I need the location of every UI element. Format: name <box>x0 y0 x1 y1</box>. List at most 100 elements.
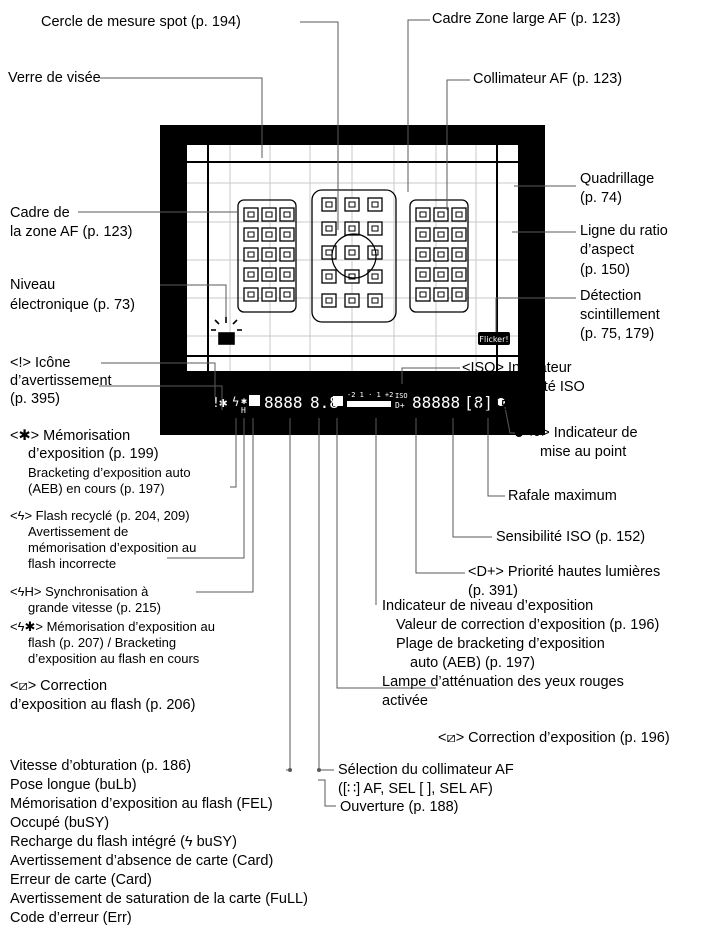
af-point <box>344 197 360 212</box>
shutter-label-7: Erreur de carte (Card) <box>10 872 152 888</box>
af-point-inner <box>265 291 273 298</box>
fe-lock-label-2: flash (p. 207) / Bracketing <box>28 635 177 650</box>
af-point <box>279 267 295 282</box>
hl-priority-label-1: <D+> Priorité hautes lumières <box>468 564 661 580</box>
flicker-label-3: (p. 75, 179) <box>580 326 655 342</box>
af-point-inner <box>455 231 463 238</box>
exp-level-label-3: Plage de bracketing d’exposition <box>396 636 605 652</box>
af-point <box>367 293 383 308</box>
af-point <box>367 221 383 236</box>
flicker-badge <box>478 332 510 345</box>
spot-metering-circle <box>331 233 377 279</box>
af-point-inner <box>455 211 463 218</box>
af-point-inner <box>325 297 333 304</box>
af-point <box>321 293 337 308</box>
af-point <box>321 197 337 212</box>
af-points <box>243 197 467 308</box>
af-point <box>279 207 295 222</box>
flash-glyph: ϟ <box>232 395 239 409</box>
af-point <box>433 287 449 302</box>
hl-priority-label-2: (p. 391) <box>468 583 518 599</box>
af-point-inner <box>325 201 333 208</box>
af-point <box>433 227 449 242</box>
af-point-inner <box>371 201 379 208</box>
af-point <box>451 247 467 262</box>
af-point-inner <box>419 271 427 278</box>
exp-level-label-5: Lampe d’atténuation des yeux rouges <box>382 674 624 690</box>
af-select-label-2: ([∷] AF, SEL [ ], SEL AF) <box>338 781 493 797</box>
screen-label: Verre de visée <box>8 70 101 86</box>
ae-lock-label-1: <✱> Mémorisation <box>10 428 131 444</box>
af-point <box>261 247 277 262</box>
info-line: ! ✱ ϟ ✱ H 8888 8.8 -2 1 · 1 +2 ISO D+ 88… <box>212 391 505 415</box>
af-point <box>279 287 295 302</box>
exp-comp-glyph <box>333 396 343 406</box>
af-select-label-1: Sélection du collimateur AF <box>338 762 514 778</box>
shutter-label-9: Code d’erreur (Err) <box>10 910 132 926</box>
warning-label-1: <!> Icône <box>10 355 71 371</box>
af-point-inner <box>348 249 356 256</box>
af-point-inner <box>437 231 445 238</box>
exp-level-label-4: auto (AEB) (p. 197) <box>410 655 535 671</box>
af-point-inner <box>283 231 291 238</box>
af-point <box>433 247 449 262</box>
af-point-inner <box>419 291 427 298</box>
af-point <box>321 221 337 236</box>
af-point-inner <box>283 211 291 218</box>
af-point-inner <box>265 251 273 258</box>
af-point <box>279 247 295 262</box>
af-point <box>243 287 259 302</box>
af-point-inner <box>455 291 463 298</box>
af-point-inner <box>283 291 291 298</box>
flicker-badge-text: Flicker! <box>479 335 508 344</box>
af-point <box>279 227 295 242</box>
flash-ready-label-4: flash incorrecte <box>28 556 117 571</box>
flash-ready-label-3: mémorisation d’exposition au <box>28 540 197 555</box>
spot-circle-label: Cercle de mesure spot (p. 194) <box>41 14 241 30</box>
af-point <box>367 269 383 284</box>
af-point <box>261 207 277 222</box>
af-point-inner <box>437 271 445 278</box>
aeb-label-2: (AEB) en cours (p. 197) <box>28 481 165 496</box>
af-point <box>243 247 259 262</box>
flash-comp-label-2: d’exposition au flash (p. 206) <box>10 697 196 713</box>
aperture-label: Ouverture (p. 188) <box>340 799 459 815</box>
exp-level-label-1: Indicateur de niveau d’exposition <box>382 598 594 614</box>
af-point <box>451 227 467 242</box>
af-point <box>415 287 431 302</box>
af-point <box>433 207 449 222</box>
exp-comp-label: <⧄> Correction d’exposition (p. 196) <box>438 730 670 746</box>
af-point <box>415 247 431 262</box>
fe-lock-label-3: d’exposition au flash en cours <box>28 651 200 666</box>
flicker-label-1: Détection <box>580 288 642 304</box>
scale-text: -2 1 · 1 +2 <box>347 391 393 399</box>
warning-label-3: (p. 395) <box>10 391 60 407</box>
flicker-label-2: scintillement <box>580 307 660 323</box>
af-point-inner <box>348 225 356 232</box>
aperture-digits: 8.8 <box>310 393 339 412</box>
shutter-digits: 8888 <box>264 393 303 412</box>
af-point-inner <box>348 297 356 304</box>
shutter-label-4: Occupé (buSY) <box>10 815 110 831</box>
af-point <box>243 267 259 282</box>
af-zone-frames <box>237 189 469 323</box>
burst-label: Rafale maximum <box>508 488 617 504</box>
aeb-label-1: Bracketing d’exposition auto <box>28 465 191 480</box>
iso-ind-label-3: (p. 152) <box>472 398 522 414</box>
leader-lines <box>78 19 576 807</box>
iso-ind-label-1: <ISO> Indicateur <box>462 360 572 376</box>
af-point-inner <box>265 271 273 278</box>
af-point-inner <box>325 273 333 280</box>
af-point-inner <box>283 271 291 278</box>
flash-ready-label-1: <ϟ> Flash recyclé (p. 204, 209) <box>10 508 190 523</box>
exp-level-label-2: Valeur de correction d’exposition (p. 19… <box>396 617 660 633</box>
grid-label-1: Quadrillage <box>580 171 655 187</box>
d-plus-glyph: D+ <box>395 401 405 410</box>
iso-speed-label: Sensibilité ISO (p. 152) <box>496 529 646 545</box>
af-point-inner <box>247 271 255 278</box>
warning-glyph: ! <box>212 396 220 411</box>
fe-lock-glyph: ✱ <box>241 396 247 407</box>
af-point-inner <box>247 231 255 238</box>
af-point-inner <box>283 251 291 258</box>
